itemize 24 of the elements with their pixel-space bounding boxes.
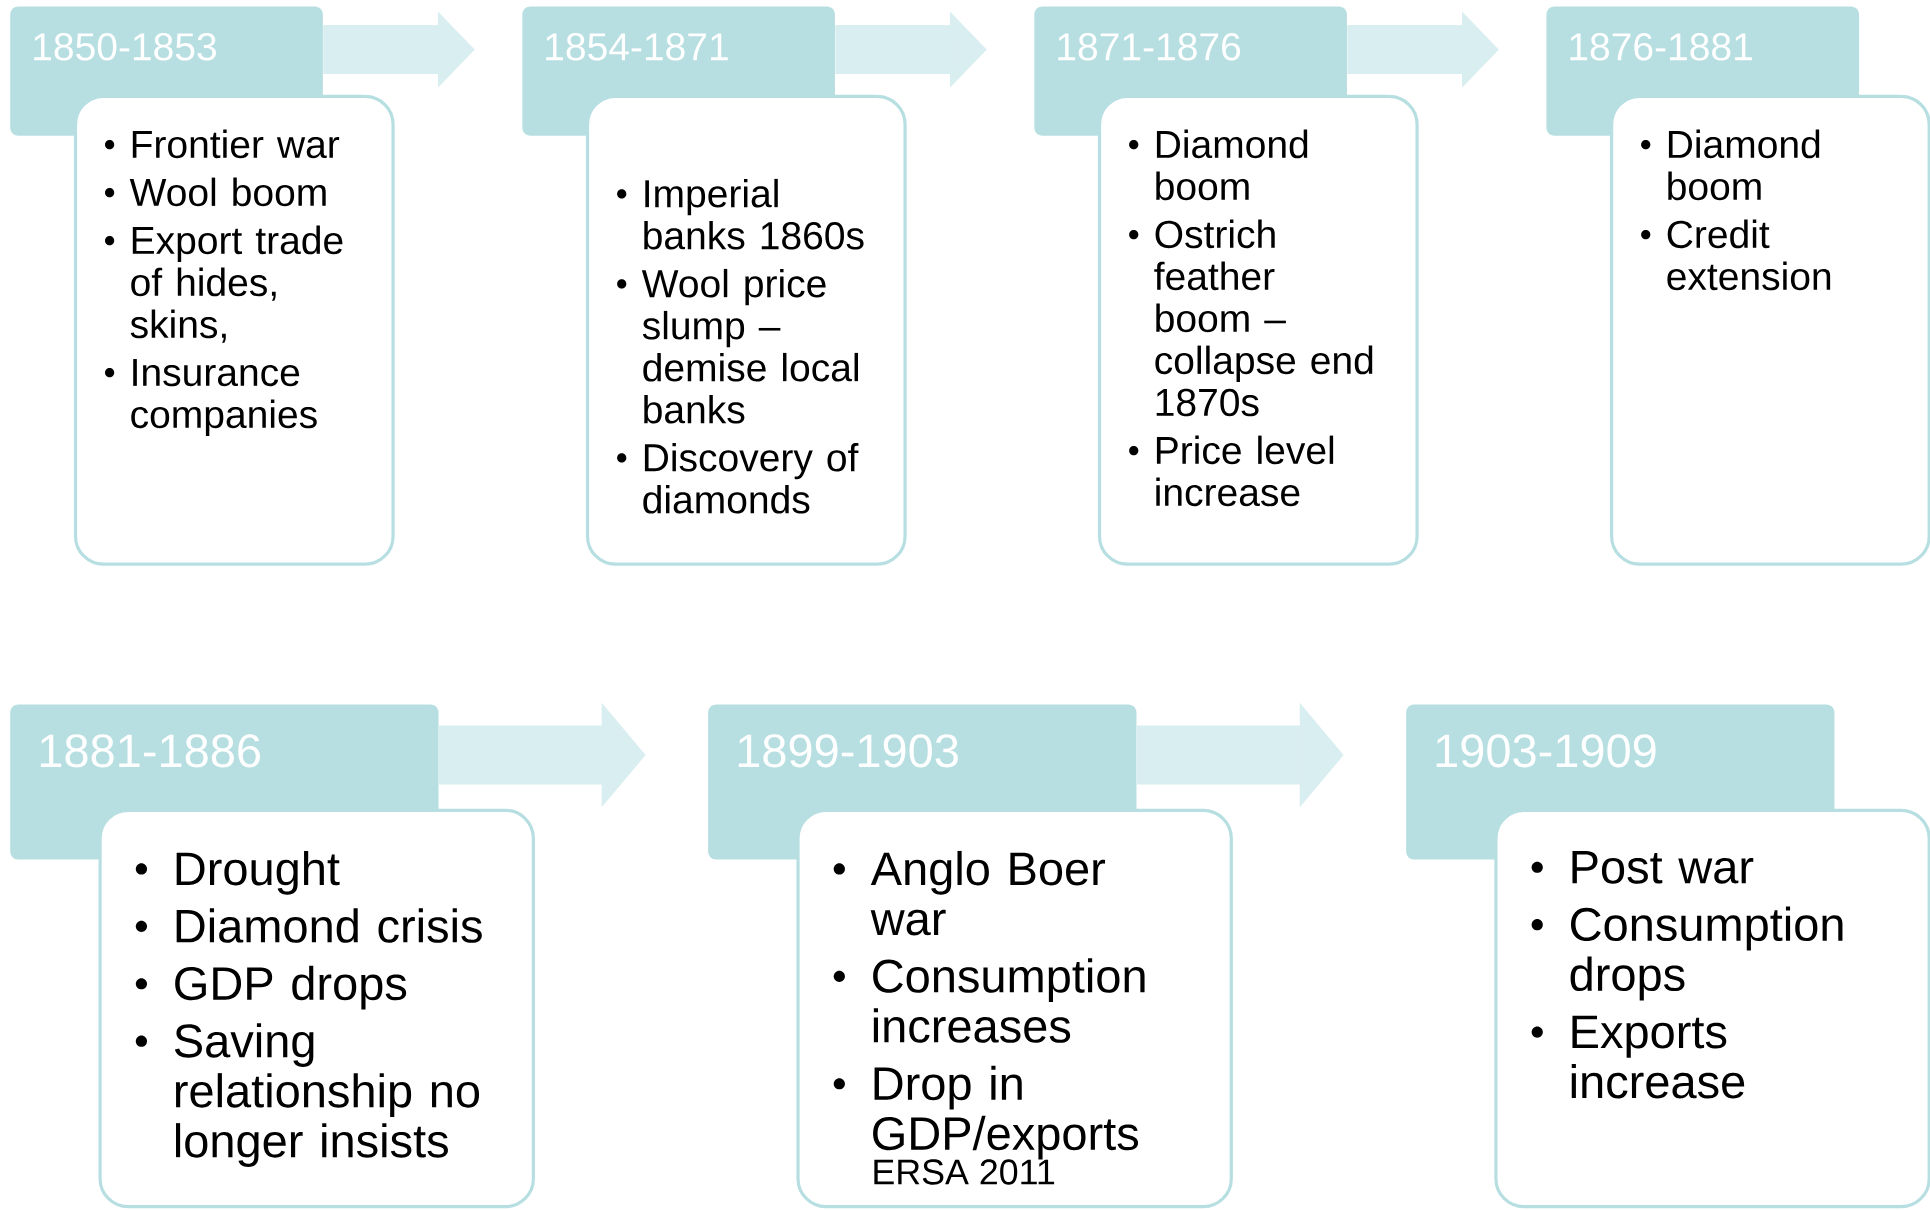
content-box bbox=[98, 808, 535, 1209]
bullet-item: Saving relationship no longer insists bbox=[135, 1023, 480, 1167]
content-box bbox=[1097, 94, 1419, 566]
bullet-item: Consumption increases bbox=[833, 958, 1145, 1043]
bullet-item: Export trade of hides, skins, bbox=[105, 225, 343, 343]
bullet-item: Drop in GDP/exports bbox=[833, 1065, 1139, 1160]
content-box bbox=[1610, 94, 1930, 566]
content-box bbox=[73, 94, 395, 566]
content-box bbox=[585, 94, 907, 566]
content-box bbox=[1494, 808, 1930, 1209]
bullet-item: Exports increase bbox=[1531, 1015, 1745, 1099]
bullet-item: Discovery of diamonds bbox=[617, 442, 859, 514]
bullet-item: Ostrich feather boom – collapse end 1870s bbox=[1129, 219, 1373, 417]
bullet-item: GDP drops bbox=[135, 965, 407, 1010]
bullet-item: Diamond crisis bbox=[135, 908, 482, 943]
bullet-item: Credit extension bbox=[1641, 219, 1831, 291]
footer-text: ERSA 2011 bbox=[874, 1159, 1055, 1185]
bullet-item: Wool price slump – demise local banks bbox=[617, 268, 858, 424]
bullet-item: Insurance companies bbox=[105, 359, 317, 436]
bullet-item: Price level increase bbox=[1129, 435, 1334, 507]
bullet-item: Imperial banks 1860s bbox=[617, 178, 864, 250]
bullet-item: Wool boom bbox=[105, 177, 326, 207]
content-box bbox=[796, 808, 1233, 1209]
bullet-item: Consumption drops bbox=[1531, 906, 1843, 1001]
